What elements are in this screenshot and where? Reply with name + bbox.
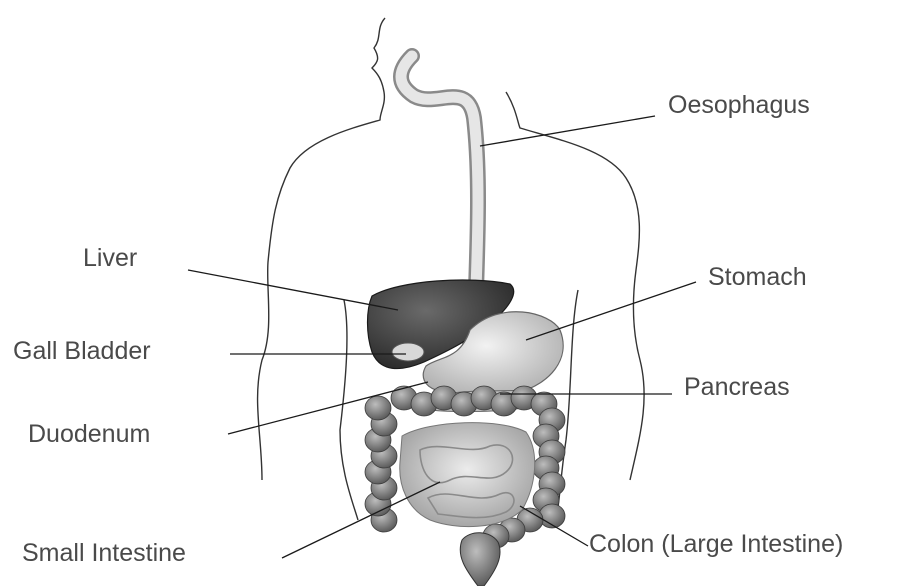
label-stomach: Stomach [708, 265, 807, 290]
label-liver: Liver [83, 246, 137, 271]
label-gall-bladder: Gall Bladder [13, 339, 151, 364]
small-intestine-organ [400, 423, 535, 527]
rectum-organ [460, 533, 500, 586]
label-small-intestine: Small Intestine [22, 541, 186, 566]
stomach-leader [526, 282, 696, 340]
gall-bladder-organ [392, 343, 424, 361]
liver-leader [188, 270, 398, 310]
label-colon: Colon (Large Intestine) [589, 532, 843, 557]
small-intestine-leader [282, 482, 440, 558]
colon-segment [365, 396, 391, 420]
label-pancreas: Pancreas [684, 375, 790, 400]
label-oesophagus: Oesophagus [668, 93, 810, 118]
label-duodenum: Duodenum [28, 422, 150, 447]
